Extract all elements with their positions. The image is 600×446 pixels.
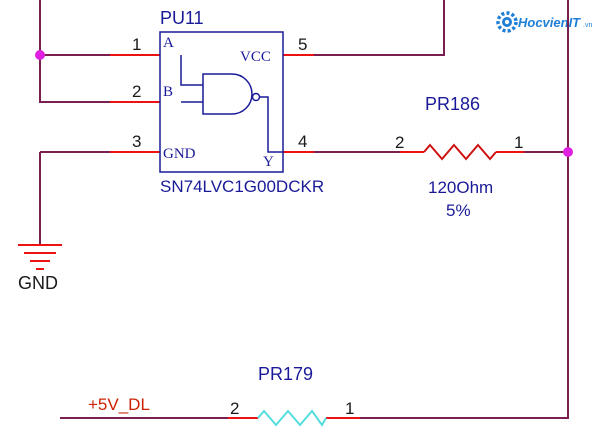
junction-right bbox=[563, 147, 573, 157]
junctions bbox=[35, 50, 573, 157]
resistor-pr186: PR186 2 1 120Ohm 5% bbox=[395, 94, 524, 220]
pr186-value: 120Ohm bbox=[428, 178, 493, 197]
watermark-brand: HocvienIT bbox=[518, 15, 581, 30]
pin-number-1: 1 bbox=[132, 35, 141, 54]
gate-output-y bbox=[260, 96, 283, 153]
gear-icon bbox=[496, 11, 518, 33]
pin-name-y: Y bbox=[263, 154, 274, 170]
gate-input-a bbox=[180, 55, 203, 86]
pin-number-5: 5 bbox=[298, 35, 307, 54]
resistor-pr179: PR179 2 1 bbox=[228, 364, 360, 427]
ground-symbol: GND bbox=[18, 244, 62, 293]
pr179-zigzag bbox=[257, 409, 327, 427]
pin-name-vcc: VCC bbox=[240, 49, 271, 65]
pr186-pin-right: 1 bbox=[514, 133, 523, 152]
wire-vcc bbox=[314, 0, 445, 56]
pr186-pin-left: 2 bbox=[395, 133, 404, 152]
junction-left bbox=[35, 50, 45, 60]
pr179-pin-left: 2 bbox=[230, 399, 239, 418]
pr186-tolerance: 5% bbox=[446, 201, 471, 220]
pin-name-b: B bbox=[163, 84, 173, 100]
pr179-ref: PR179 bbox=[258, 364, 313, 384]
pin-name-a: A bbox=[163, 35, 174, 51]
wire-right-rail bbox=[360, 0, 569, 419]
wires bbox=[39, 0, 569, 419]
watermark-logo: HocvienIT .vn bbox=[496, 11, 592, 33]
wire-left-top bbox=[39, 0, 147, 103]
net-label-5v-dl: +5V_DL bbox=[88, 395, 150, 414]
ic-part-number: SN74LVC1G00DCKR bbox=[160, 177, 324, 196]
ic-pin-stubs bbox=[110, 54, 314, 153]
ground-label: GND bbox=[18, 273, 58, 293]
pin-number-4: 4 bbox=[298, 132, 307, 151]
ic-pu11: PU11 SN74LVC1G00DCKR 1 2 3 5 4 A B GND V… bbox=[132, 8, 324, 196]
pr186-zigzag bbox=[423, 143, 497, 161]
nand-bubble bbox=[251, 92, 261, 102]
nand-gate-symbol bbox=[180, 55, 283, 153]
ic-body bbox=[159, 31, 284, 173]
nand-body bbox=[202, 73, 253, 115]
pr186-ref: PR186 bbox=[425, 94, 480, 114]
pin-number-3: 3 bbox=[132, 132, 141, 151]
pin-name-gnd: GND bbox=[163, 146, 196, 162]
watermark-suffix: .vn bbox=[583, 22, 592, 29]
pin-number-2: 2 bbox=[132, 82, 141, 101]
pr179-pin-right: 1 bbox=[345, 399, 354, 418]
ic-ref: PU11 bbox=[160, 8, 204, 28]
